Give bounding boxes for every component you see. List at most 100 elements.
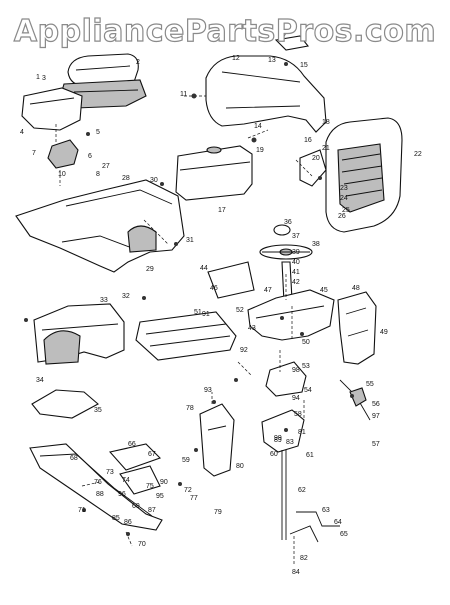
- part-number-label: 37: [292, 233, 300, 240]
- part-number-label: 33: [100, 297, 108, 304]
- hood-latch: [274, 35, 310, 51]
- part-number-label: 98: [292, 367, 300, 374]
- front-bumper: [29, 443, 163, 531]
- part-number-label: 25: [342, 207, 350, 214]
- part-number-label: 27: [102, 163, 110, 170]
- part-number-label: 60: [270, 451, 278, 458]
- part-number-label: 75: [146, 483, 154, 490]
- part-number-label: 51: [194, 309, 202, 316]
- part-number-label: 20: [312, 155, 320, 162]
- part-number-label: 71: [78, 507, 86, 514]
- part-number-label: 46: [210, 285, 218, 292]
- part-number-label: 91: [202, 311, 210, 318]
- part-number-label: 26: [338, 213, 346, 220]
- part-number-label: 80: [236, 463, 244, 470]
- part-number-label: 90: [160, 479, 168, 486]
- grille: [325, 117, 403, 233]
- part-number-label: 11: [180, 91, 187, 98]
- part-number-label: 28: [122, 175, 130, 182]
- footrest: [135, 311, 237, 361]
- part-number-label: 15: [300, 62, 308, 69]
- part-number-label: 2: [136, 59, 140, 66]
- part-number-label: 86: [124, 519, 132, 526]
- dash: [207, 261, 255, 299]
- part-number-label: 47: [264, 287, 272, 294]
- part-number-label: 24: [340, 195, 348, 202]
- seat-bracket: [47, 139, 79, 169]
- part-number-label: 18: [322, 119, 330, 126]
- part-number-label: 52: [236, 307, 244, 314]
- part-number-label: 38: [312, 241, 320, 248]
- part-number-label: 70: [138, 541, 146, 548]
- part-number-label: 35: [94, 407, 102, 414]
- part-number-label: 78: [186, 405, 194, 412]
- part-number-label: 40: [292, 259, 300, 266]
- part-number-label: 85: [112, 515, 120, 522]
- part-number-label: 57: [372, 441, 380, 448]
- part-number-label: 63: [322, 507, 330, 514]
- part-number-label: 96: [118, 491, 126, 498]
- part-number-label: 54: [304, 387, 312, 394]
- part-number-label: 59: [182, 457, 190, 464]
- part-number-label: 72: [184, 487, 192, 494]
- side-panel: [337, 291, 377, 365]
- part-number-label: 92: [240, 347, 248, 354]
- part-number-label: 23: [340, 185, 348, 192]
- steering-wheel: [259, 224, 313, 260]
- part-number-label: 5: [96, 129, 100, 136]
- part-number-label: 3: [42, 75, 46, 82]
- part-number-label: 4: [20, 129, 24, 136]
- part-number-label: 39: [292, 249, 300, 256]
- part-number-label: 21: [322, 145, 330, 152]
- part-number-label: 93: [204, 387, 212, 394]
- part-number-label: 77: [190, 495, 198, 502]
- part-number-label: 36: [284, 219, 292, 226]
- part-number-label: 95: [156, 493, 164, 500]
- part-number-label: 69: [132, 503, 140, 510]
- part-number-label: 64: [334, 519, 342, 526]
- part-number-label: 44: [200, 265, 208, 272]
- part-number-label: 16: [304, 137, 312, 144]
- shield: [108, 443, 162, 471]
- part-number-label: 74: [122, 477, 130, 484]
- rear-body: [15, 179, 185, 273]
- part-number-label: 12: [232, 55, 240, 62]
- pedal: [339, 379, 371, 421]
- part-number-label: 61: [306, 452, 314, 459]
- rod: [296, 511, 340, 527]
- part-number-label: 19: [256, 147, 264, 154]
- rear-panel: [33, 303, 125, 365]
- part-number-label: 13: [268, 57, 276, 64]
- part-number-label: 9: [282, 31, 286, 38]
- part-number-label: 34: [36, 377, 44, 384]
- part-number-label: 49: [380, 329, 388, 336]
- part-number-label: 50: [302, 339, 310, 346]
- part-number-label: 17: [218, 207, 226, 214]
- part-number-label: 14: [254, 123, 262, 130]
- part-number-label: 89: [274, 437, 282, 444]
- part-number-label: 99: [274, 435, 282, 442]
- part-number-label: 83: [286, 439, 294, 446]
- part-number-label: 87: [148, 507, 156, 514]
- part-number-label: 22: [414, 151, 422, 158]
- bracket: [119, 465, 161, 495]
- hardware: [24, 62, 354, 536]
- part-number-label: 45: [320, 287, 328, 294]
- hood: [205, 55, 327, 133]
- part-number-label: 79: [214, 509, 222, 516]
- part-number-label: 58: [294, 411, 302, 418]
- part-number-label: 88: [96, 491, 104, 498]
- part-number-label: 62: [298, 487, 306, 494]
- part-number-label: 8: [96, 171, 100, 178]
- seat-pan: [21, 87, 83, 131]
- part-number-label: 81: [298, 429, 306, 436]
- frame-bracket: [265, 361, 307, 397]
- part-number-label: 31: [186, 237, 194, 244]
- part-number-label: 32: [122, 293, 130, 300]
- part-number-label: 30: [150, 177, 158, 184]
- part-number-label: 29: [146, 266, 154, 273]
- pedal-bracket: [199, 403, 235, 477]
